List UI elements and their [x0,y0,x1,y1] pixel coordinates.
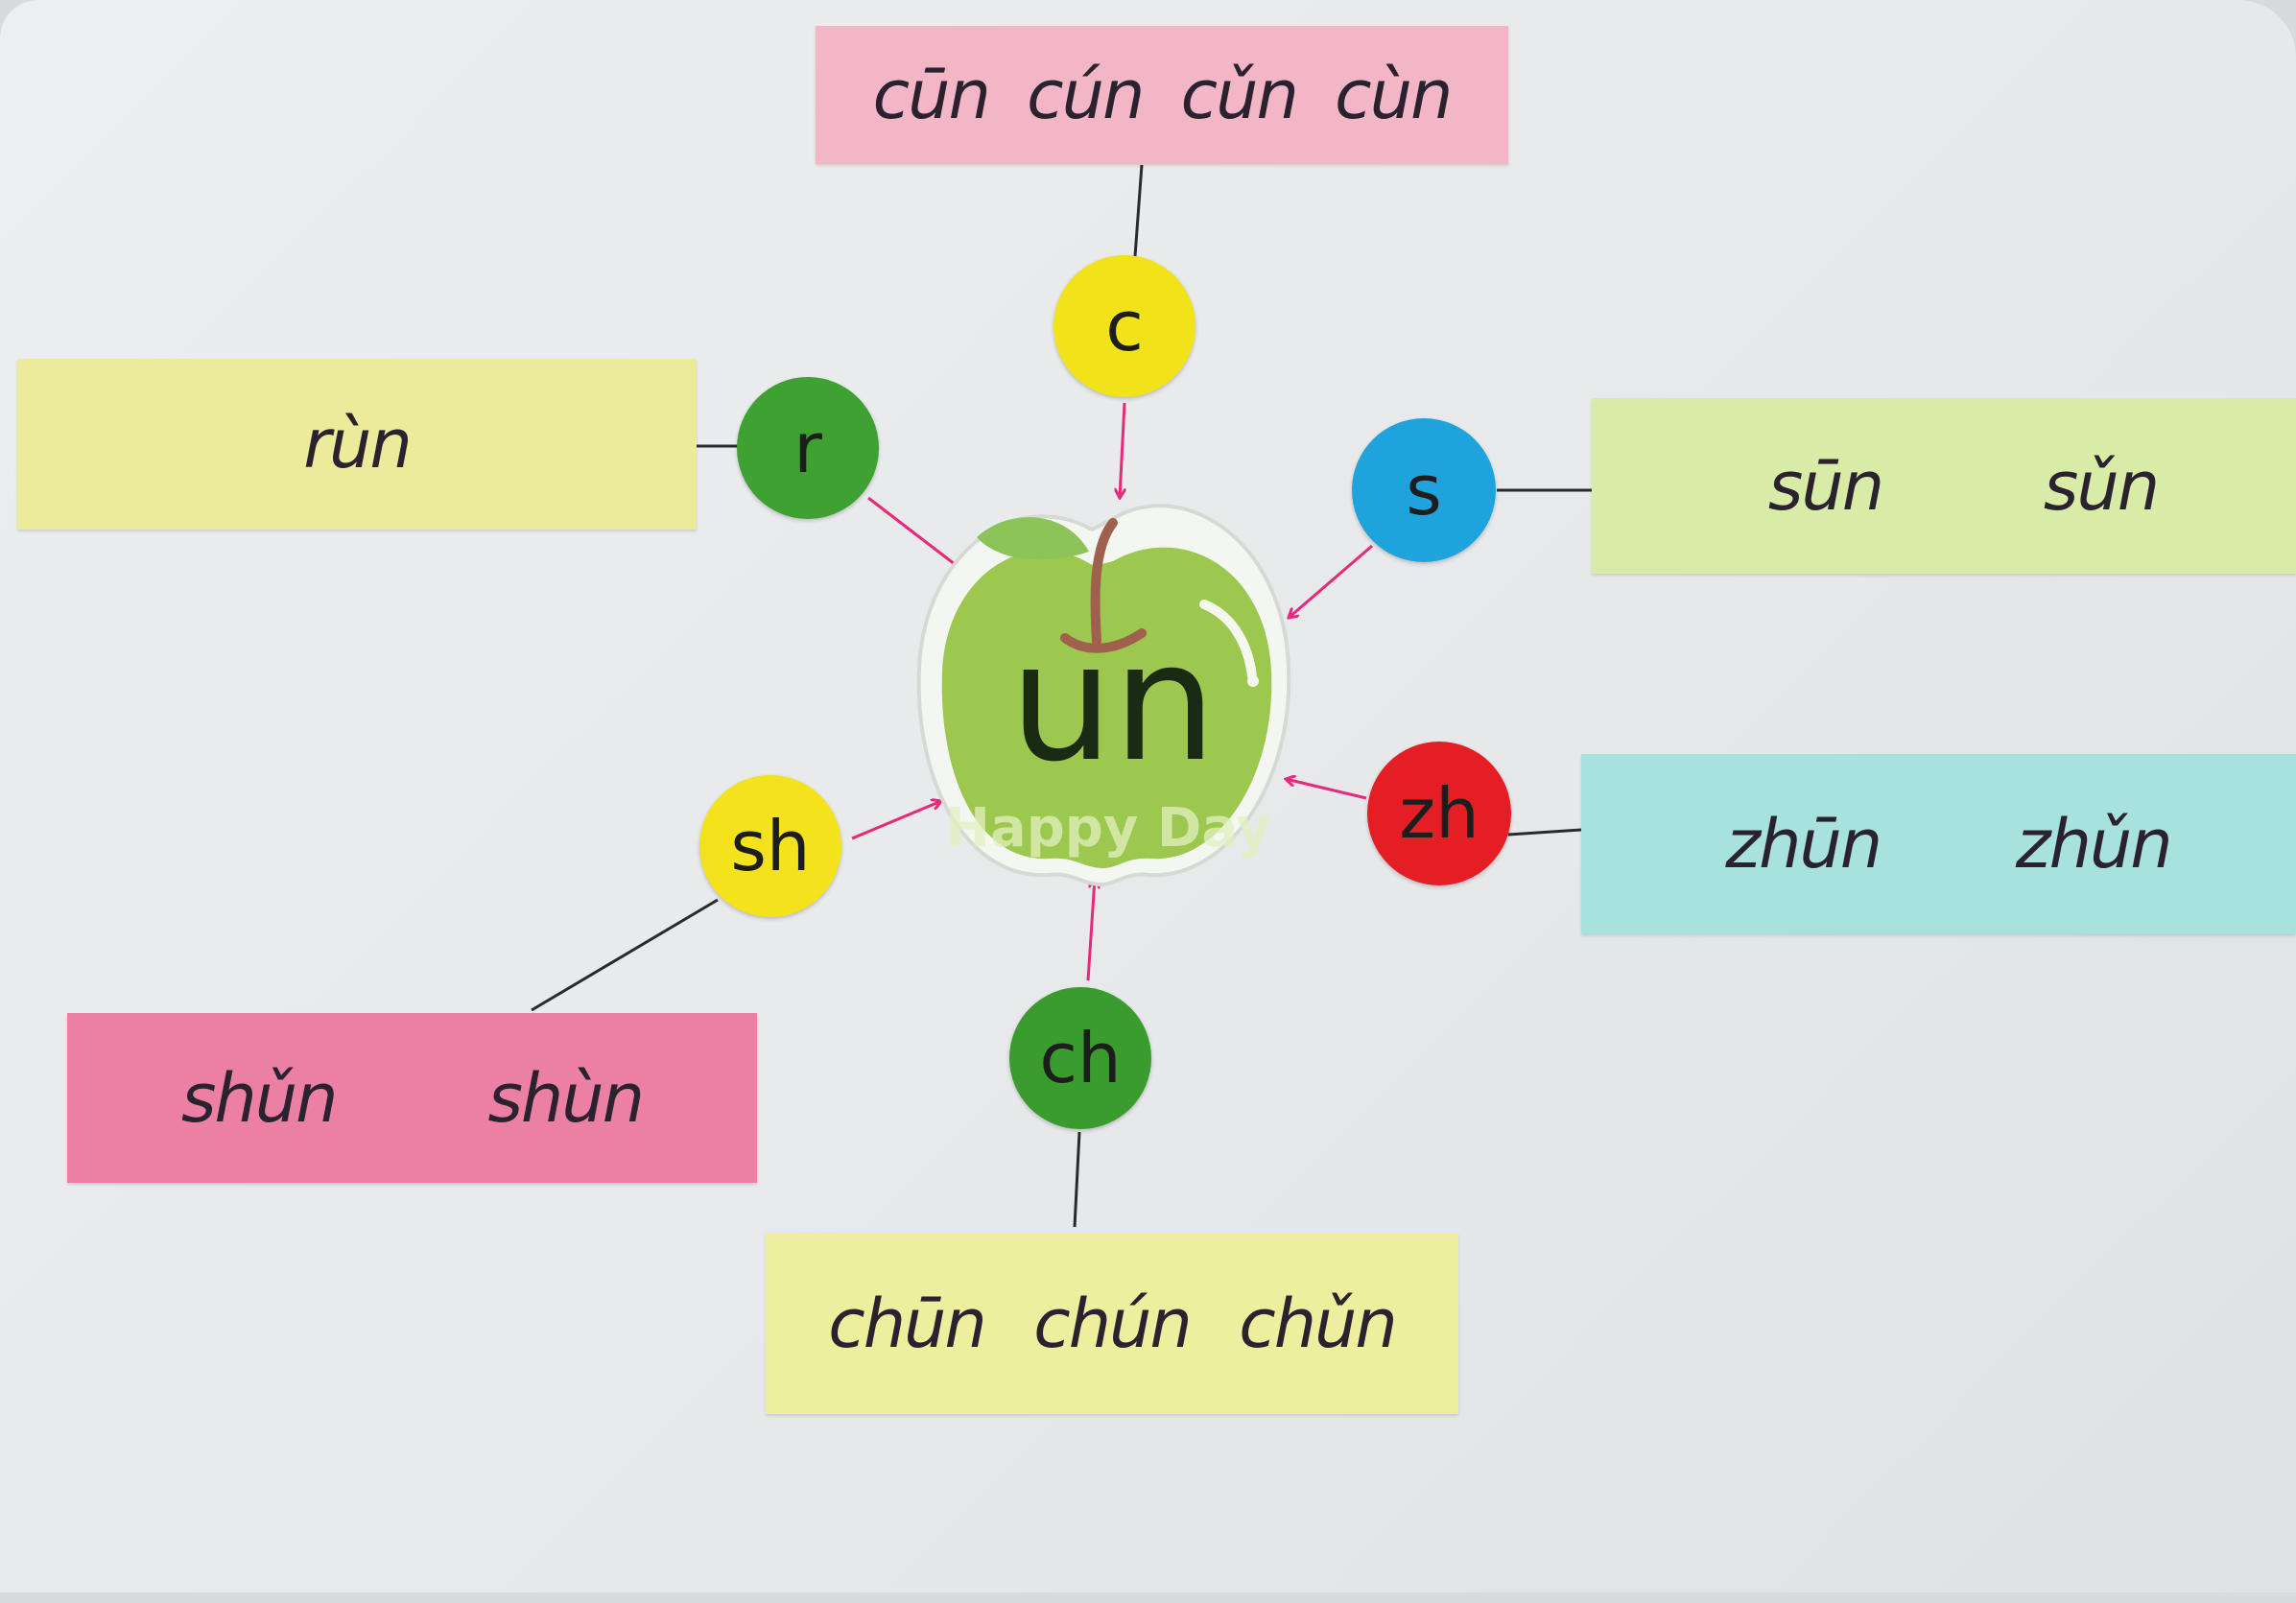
syllable: zhūn [1725,805,1882,884]
apple-watermark: Happy Day [945,797,1271,860]
syllable: chún [1033,1284,1193,1363]
syllable: chūn [828,1284,987,1363]
arrow-r [867,496,963,571]
initial-sh: sh [699,775,841,917]
stem-icon [1060,518,1147,653]
card-r: rùn [17,359,697,530]
initial-r: r [737,377,879,519]
syllable: sūn [1767,446,1884,526]
syllable: shùn [487,1058,645,1138]
syllable: cùn [1335,56,1453,134]
initial-zh: zh [1367,742,1511,885]
line-c [1133,164,1144,257]
syllable: cún [1027,56,1145,134]
card-zh: zhūn zhǔn [1581,754,2296,934]
leaf-icon [977,517,1089,560]
initial-s: s [1352,418,1496,562]
initial-c: c [1053,255,1195,397]
syllable: sǔn [2043,446,2160,526]
syllable: cūn [872,56,991,134]
syllable: chǔn [1239,1284,1398,1363]
card-s: sūn sǔn [1592,398,2296,574]
line-sh [531,898,719,1012]
arrow-sh [851,801,941,840]
syllable: shǔn [180,1058,339,1138]
arrow-s [1289,544,1373,618]
final-un-label: un [1009,608,1217,798]
line-ch [1073,1131,1081,1228]
card-c: cūn cún cǔn cùn [816,26,1508,164]
syllable: rùn [303,405,413,483]
arrow-ch [1086,879,1095,981]
apple-sticker [916,504,1291,887]
card-ch: chūn chún chǔn [766,1233,1458,1414]
syllable: cǔn [1180,56,1299,134]
arrow-zh [1286,779,1367,800]
arrow-c [1120,402,1126,498]
card-sh: shǔn shùn [67,1013,757,1183]
line-zh [1507,828,1582,837]
syllable: zhǔn [2015,805,2173,884]
initial-ch: ch [1009,987,1151,1129]
